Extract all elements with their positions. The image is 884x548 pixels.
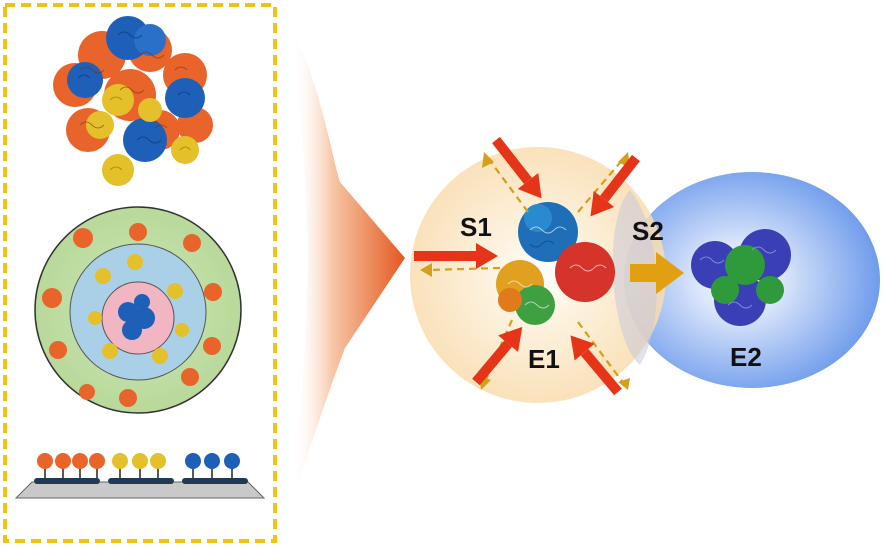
e1-protein-icon xyxy=(496,202,615,325)
label-e2: E2 xyxy=(730,342,762,372)
red-arrow-icon xyxy=(414,136,640,396)
enzyme-cluster-icon xyxy=(53,16,213,186)
label-s1: S1 xyxy=(460,212,492,242)
compartment-disc-icon xyxy=(34,206,242,414)
large-arrow-icon xyxy=(292,28,405,500)
dashed-arrow-icon xyxy=(427,157,625,385)
label-e1: E1 xyxy=(528,344,560,374)
label-s2: S2 xyxy=(632,216,664,246)
gold-arrow-icon xyxy=(630,252,684,294)
scaffold-array-icon xyxy=(14,453,266,499)
dashed-frame xyxy=(3,3,277,543)
e2-protein-icon xyxy=(691,229,791,326)
left-panel xyxy=(3,3,277,543)
